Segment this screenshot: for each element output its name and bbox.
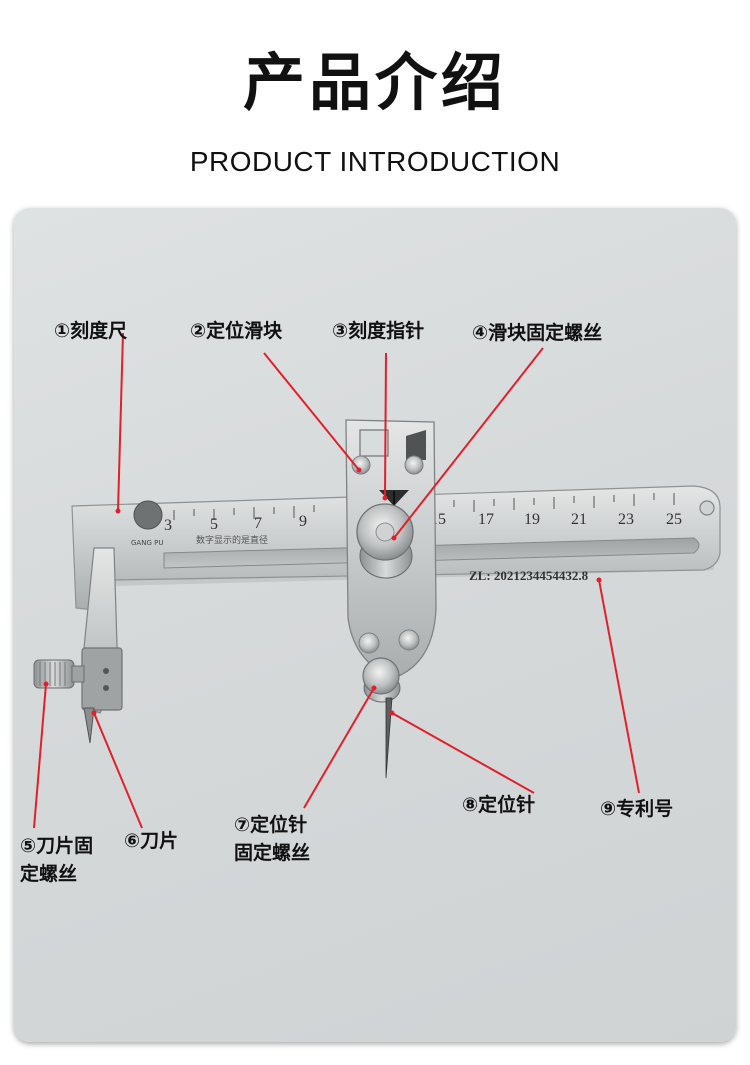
page-subtitle: PRODUCT INTRODUCTION <box>189 146 561 177</box>
leader-lines <box>33 332 640 829</box>
leader-line-pointer <box>384 352 387 499</box>
patent-number: ZL: 2021234454432.8 <box>469 568 589 583</box>
leader-line-blade-screw <box>33 683 47 829</box>
pin-screw-knob <box>362 657 400 695</box>
label-patent: ⑨专利号 <box>600 798 674 820</box>
print-text: 数字显示的是直径 <box>196 534 268 546</box>
scale-number: 9 <box>299 513 307 530</box>
scale-number: 19 <box>524 511 540 528</box>
slider-notch <box>406 430 426 460</box>
scale-number: 25 <box>666 511 682 528</box>
leader-line-scale <box>117 332 124 512</box>
label-blade: ⑥刀片 <box>124 830 179 852</box>
ruler-end-hole <box>699 500 715 516</box>
label-scale: ①刻度尺 <box>54 320 128 342</box>
scale-number: 21 <box>571 511 587 528</box>
positioning-pin <box>385 697 393 779</box>
slider-rivet <box>404 455 424 475</box>
product-photo: 3 5 7 9 15 17 19 21 23 25 GANG PU 数字显示的是… <box>14 208 736 1042</box>
brand-logo <box>133 500 163 530</box>
blade <box>83 707 95 744</box>
brand-text: GANG PU <box>131 539 163 547</box>
label-pin: ⑧定位针 <box>462 794 536 816</box>
pin-rivet <box>358 632 380 654</box>
pin-rivet <box>398 629 420 651</box>
scale-numbers: 3 5 7 9 15 17 19 21 23 25 <box>164 511 682 534</box>
leader-line-slider <box>263 352 360 471</box>
scale-number: 5 <box>210 516 218 533</box>
knurl-lines <box>39 662 66 686</box>
label-pointer: ③刻度指针 <box>332 320 425 342</box>
label-slider-screw: ④滑块固定螺丝 <box>472 322 603 344</box>
circle-cutter-illustration: 3 5 7 9 15 17 19 21 23 25 GANG PU 数字显示的是… <box>33 332 721 829</box>
leader-line-blade <box>93 712 143 829</box>
scale-number: 23 <box>618 511 634 528</box>
leader-dots <box>43 467 602 716</box>
page-title: 产品介绍 <box>242 46 507 119</box>
slider-rivet <box>351 455 371 475</box>
label-blade-screw: ⑤刀片固 定螺丝 <box>20 833 93 888</box>
label-blade-screw-line2: 定螺丝 <box>20 862 78 885</box>
label-pin-screw: ⑦定位针 固定螺丝 <box>234 812 310 867</box>
leader-line-pin <box>391 712 535 794</box>
leader-line-slider-screw <box>393 347 544 539</box>
scale-number: 3 <box>164 517 172 534</box>
blade-holder <box>81 647 123 711</box>
scale-number: 7 <box>254 515 262 532</box>
leader-line-patent <box>598 579 640 794</box>
label-slider: ②定位滑块 <box>190 320 283 342</box>
label-pin-screw-line1: ⑦定位针 <box>234 814 308 836</box>
label-pin-screw-line2: 固定螺丝 <box>234 841 311 864</box>
leader-line-pin-screw <box>303 687 375 809</box>
label-blade-screw-line1: ⑤刀片固 <box>20 835 94 857</box>
slider-window <box>359 429 389 457</box>
scale-number: 17 <box>478 511 494 528</box>
